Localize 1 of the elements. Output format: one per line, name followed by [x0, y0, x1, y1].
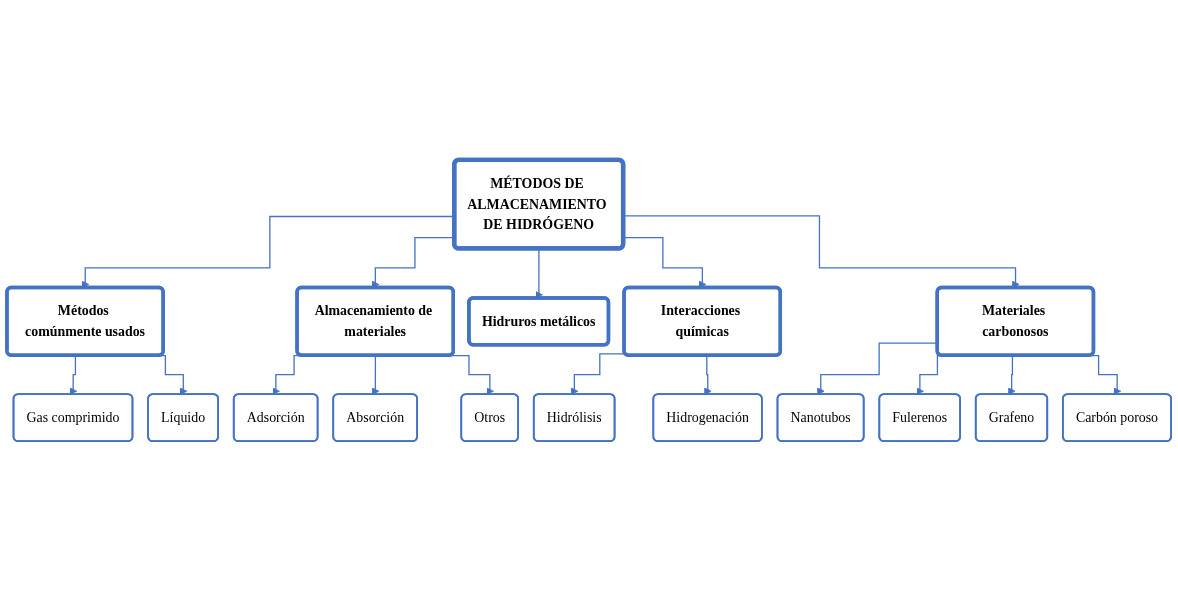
arrow [570, 353, 627, 395]
